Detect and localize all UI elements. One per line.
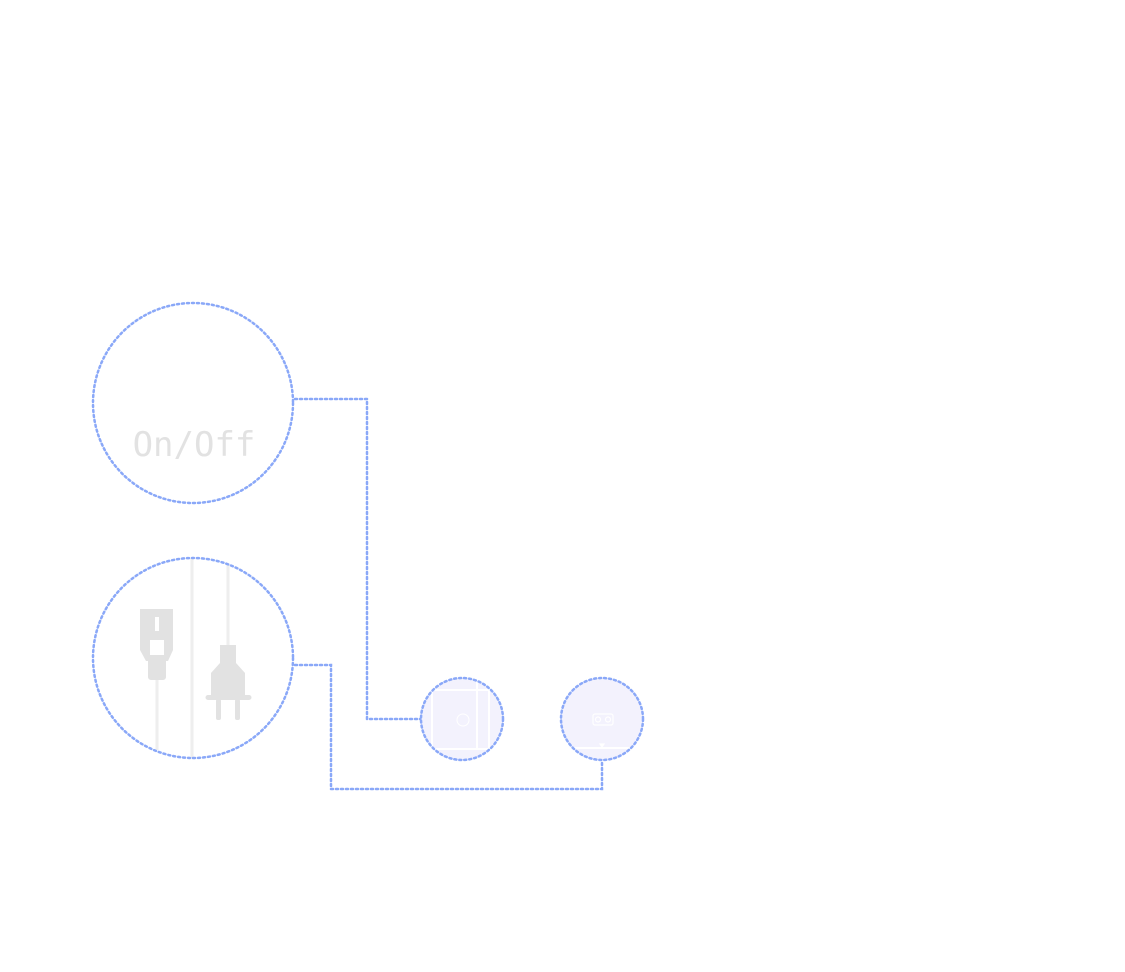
wall-socket-node (419, 676, 505, 762)
power-strip-icon (573, 713, 632, 749)
connector-plug-to-strip (293, 663, 604, 791)
power-strip-node (559, 676, 645, 762)
plugs-node (91, 556, 295, 760)
on-off-label: On/Off (133, 425, 256, 465)
on-off-node: On/Off (91, 301, 295, 505)
connector-switch-to-socket (293, 397, 423, 721)
wall-socket-icon (431, 681, 490, 750)
plug-icon (140, 565, 252, 750)
